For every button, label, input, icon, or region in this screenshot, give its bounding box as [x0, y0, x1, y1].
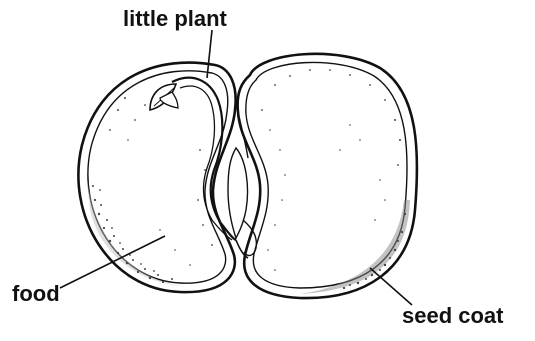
hilum-outline — [228, 148, 248, 238]
label-seed-coat: seed coat — [402, 305, 504, 327]
seed-coat-leader — [370, 268, 412, 305]
right-cotyledon — [238, 54, 417, 298]
label-food: food — [12, 283, 60, 305]
label-little-plant: little plant — [123, 8, 227, 30]
right-outer-outline — [238, 54, 417, 298]
